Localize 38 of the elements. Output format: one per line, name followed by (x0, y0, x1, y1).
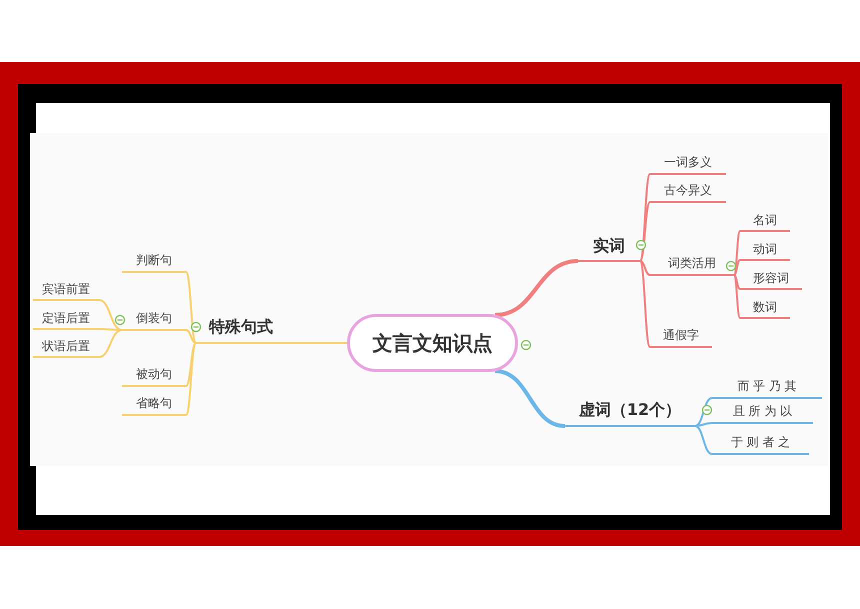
branch-line (185, 342, 197, 387)
topic-label: 通假字 (650, 325, 712, 348)
topic-label: 被动句 (122, 364, 186, 387)
topic-label: 省略句 (122, 393, 186, 416)
branch-line (494, 369, 566, 428)
branch-line (733, 274, 741, 290)
branch-line (694, 422, 712, 427)
branch-line (639, 260, 651, 348)
topic-label: 名词 (740, 211, 790, 232)
branch-line (639, 201, 651, 262)
topic-label: 判断句 (122, 250, 186, 273)
topic-label: 定语后置 (33, 308, 99, 330)
branch-line (99, 328, 122, 331)
topic-label: 虚词（12个） (565, 396, 695, 427)
topic-label: 状语后置 (33, 336, 99, 358)
branch-line (98, 299, 122, 331)
topic-label: 形容词 (740, 269, 802, 290)
branch-line (733, 259, 741, 276)
branch-line (494, 259, 578, 317)
topic-label: 于 则 者 之 (712, 432, 809, 455)
branch-line (286, 342, 347, 344)
topic-label: 古今异义 (650, 180, 726, 203)
topic-label: 数词 (740, 298, 790, 319)
branch-line (98, 329, 122, 358)
branch-line (640, 260, 650, 276)
topic-label: 宾语前置 (33, 279, 99, 301)
branch-line (733, 274, 741, 319)
topic-label: 动词 (740, 240, 790, 261)
branch-line (185, 342, 197, 416)
topic-label: 且 所 为 以 (712, 401, 813, 424)
branch-line (694, 425, 712, 455)
branch-line (185, 271, 197, 344)
branch-line (733, 230, 741, 276)
branch-line (694, 397, 712, 427)
topic-label: 一词多义 (650, 152, 726, 175)
central-topic-box: 文言文知识点 (347, 314, 518, 372)
branch-line (186, 329, 196, 344)
topic-label: 而 乎 乃 其 (712, 376, 822, 399)
